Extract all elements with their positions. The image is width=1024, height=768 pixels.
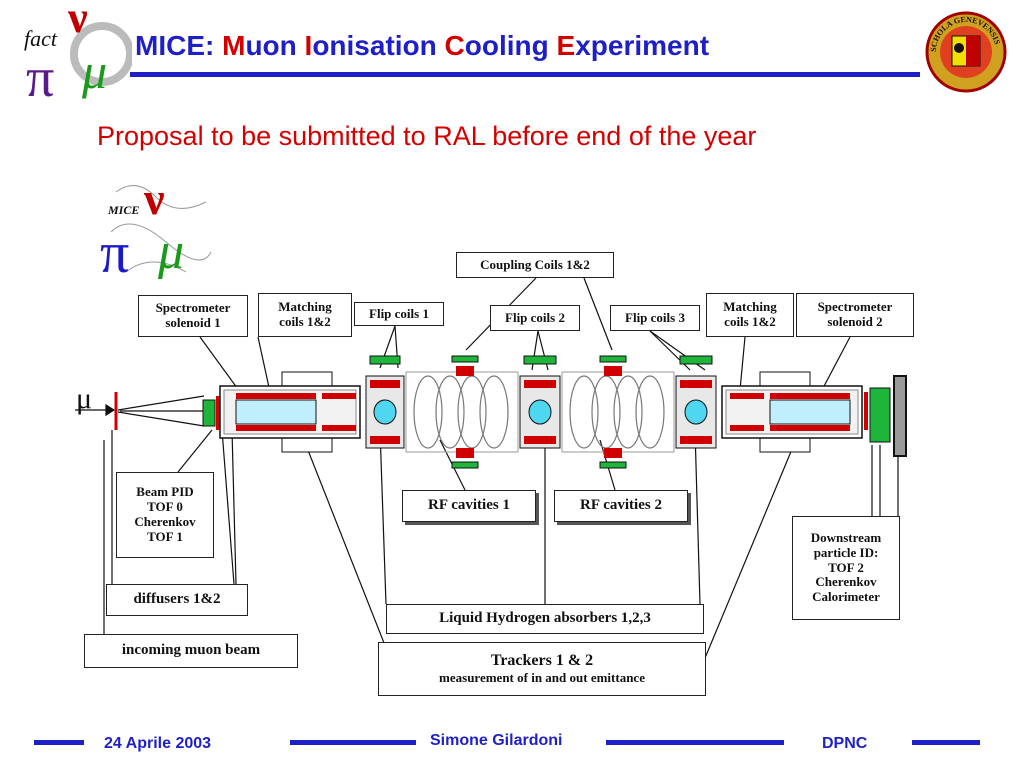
label-rf-cavities-2: RF cavities 2 <box>554 490 688 522</box>
fact-logo-text: fact <box>24 26 58 51</box>
label-trackers: Trackers 1 & 2 measurement of in and out… <box>378 642 706 696</box>
label-lh2-absorbers: Liquid Hydrogen absorbers 1,2,3 <box>386 604 704 634</box>
mice-logo: MICE π ν μ <box>96 172 216 285</box>
footer-rule-4 <box>912 740 980 745</box>
subtitle: Proposal to be submitted to RAL before e… <box>97 121 757 151</box>
tof1-detector <box>202 399 216 427</box>
svg-text:μ: μ <box>81 43 107 99</box>
title-rule <box>130 72 920 77</box>
rf-cavities-2 <box>561 371 675 453</box>
footer-author: Simone Gilardoni <box>430 732 563 749</box>
label-flip-coils-3: Flip coils 3 <box>610 305 700 331</box>
svg-text:π: π <box>26 47 54 102</box>
footer-org: DPNC <box>822 735 868 752</box>
label-diffusers: diffusers 1&2 <box>106 584 248 616</box>
label-rf-cavities-1: RF cavities 1 <box>402 490 536 522</box>
university-seal: SCHOLA GENEVENSIS <box>924 10 1008 94</box>
beam-lines <box>75 395 205 427</box>
absorber-module-1 <box>365 355 405 449</box>
footer-rule-2 <box>290 740 416 745</box>
footer-rule-1 <box>34 740 84 745</box>
seal-graphic: SCHOLA GENEVENSIS <box>925 11 1007 93</box>
calorimeter <box>893 375 907 457</box>
mice-logo-text: MICE <box>107 203 139 217</box>
svg-text:μ: μ <box>157 223 184 280</box>
coupling-coil-2 <box>599 355 627 469</box>
label-incoming-muon-beam: incoming muon beam <box>84 634 298 668</box>
spectrometer-2 <box>721 371 863 453</box>
coupling-coil-1 <box>451 355 479 469</box>
fact-logo: fact π ν μ <box>20 0 134 109</box>
muon-symbol: μ <box>76 382 92 415</box>
fact-logo-graphic: fact π ν μ <box>24 0 134 109</box>
page-title: MICE: Muon Ionisation Cooling Experiment <box>135 30 710 61</box>
absorber-module-2 <box>519 355 561 449</box>
downstream-tof <box>864 392 868 430</box>
absorber-module-3 <box>675 355 717 449</box>
footer-date: 24 Aprile 2003 <box>104 735 212 752</box>
downstream-cherenkov <box>869 387 891 443</box>
diffuser-2 <box>216 396 220 430</box>
mice-logo-graphic: MICE π ν μ <box>100 173 212 285</box>
svg-text:ν: ν <box>67 2 88 42</box>
label-flip-coils-1: Flip coils 1 <box>354 302 444 326</box>
svg-text:ν: ν <box>143 173 165 224</box>
label-coupling-coils: Coupling Coils 1&2 <box>456 252 614 278</box>
label-flip-coils-2: Flip coils 2 <box>490 305 580 331</box>
footer-rule-3 <box>606 740 784 745</box>
spectrometer-1 <box>219 371 361 453</box>
rf-cavities-1 <box>405 371 519 453</box>
svg-text:π: π <box>100 220 129 282</box>
